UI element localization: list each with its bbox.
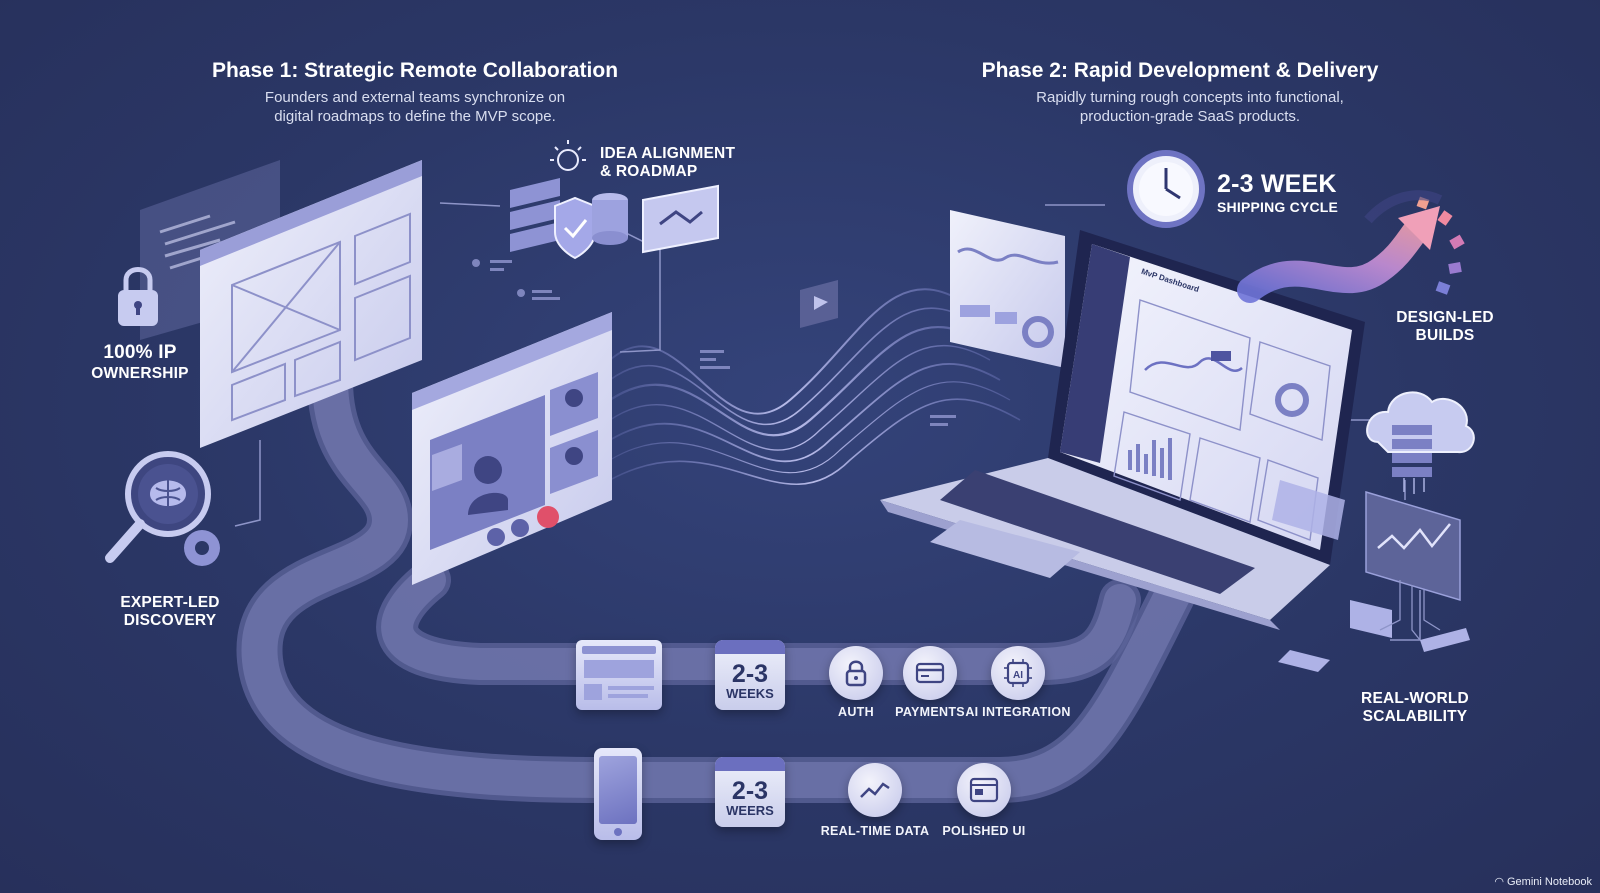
calendar-1-unit: WEEKS: [726, 686, 774, 701]
phase1-subtitle-line1: Founders and external teams synchronize …: [264, 89, 566, 106]
scalability-chart-panel: [1365, 490, 1461, 602]
credit-card-icon: [903, 646, 957, 700]
shipping-cycle-label-line1: 2-3 WEEK: [1217, 170, 1337, 198]
gemini-logo-icon: ◠: [1494, 876, 1504, 888]
calendar-2-unit: WEERS: [726, 803, 774, 818]
shipping-cycle-label-line2: SHIPPING CYCLE: [1217, 199, 1339, 215]
scalability-label: REAL-WORLD SCALABILITY: [1350, 690, 1480, 726]
analytics-card: [950, 210, 1065, 368]
ip-ownership-label-line2: OWNERSHIP: [91, 365, 189, 382]
discovery-label-line1: EXPERT-LED: [120, 594, 220, 611]
calendar-2-number: 2-3: [731, 777, 769, 805]
mobile-phone-icon: [594, 748, 642, 840]
calendar-weeks-2: 2-3 WEERS: [715, 757, 785, 827]
footer-text: Gemini Notebook: [1507, 876, 1592, 888]
idea-alignment-label: IDEA ALIGNMENT & ROADMAP: [600, 145, 735, 181]
calendar-1-number: 2-3: [731, 660, 769, 688]
wireframe-window: [200, 160, 422, 448]
real-time-data-label: REAL-TIME DATA: [820, 824, 930, 838]
padlock-icon: [118, 267, 158, 326]
polished-ui-label: POLISHED UI: [942, 824, 1026, 838]
browser-window-icon: [957, 763, 1011, 817]
floating-ui-fragments: [472, 259, 956, 426]
phase2-subtitle-line2: production-grade SaaS products.: [1079, 108, 1301, 125]
browser-card-icon: [576, 640, 662, 710]
devices-icon: [1278, 600, 1470, 672]
idea-alignment-label-line1: IDEA ALIGNMENT: [600, 145, 736, 162]
lock-icon: [829, 646, 883, 700]
phase2-subtitle-line1: Rapidly turning rough concepts into func…: [1036, 89, 1344, 106]
ip-ownership-label-line1: 100% IP: [103, 342, 177, 363]
ai-chip-icon: AI: [991, 646, 1045, 700]
laptop: [880, 230, 1365, 630]
phase2-subtitle: Rapidly turning rough concepts into func…: [990, 88, 1390, 126]
scalability-label-line2: SCALABILITY: [1362, 708, 1468, 725]
growth-arrow-icon: [1237, 190, 1465, 303]
circuit-lines: [1379, 580, 1441, 641]
footer-watermark: ◠ Gemini Notebook: [1494, 875, 1592, 888]
idea-alignment-label-line2: & ROADMAP: [600, 163, 698, 180]
design-led-label: DESIGN-LED BUILDS: [1385, 309, 1505, 345]
roadmap-tracks: [236, 357, 1213, 803]
data-flow-waves: [609, 288, 1021, 486]
cloud-server-icon: [1366, 391, 1475, 494]
discovery-magnifier-icon: [105, 451, 220, 566]
idea-alignment-graphic: [510, 140, 719, 260]
ip-ownership-label: 100% IP OWNERSHIP: [80, 341, 200, 383]
phase1-title: Phase 1: Strategic Remote Collaboration: [211, 59, 619, 82]
shipping-cycle-label: 2-3 WEEK SHIPPING CYCLE: [1217, 170, 1338, 216]
phase1-subtitle-line2: digital roadmaps to define the MVP scope…: [274, 108, 556, 125]
ai-integration-label: AI INTEGRATION: [965, 705, 1071, 719]
phase2-title: Phase 2: Rapid Development & Delivery: [981, 59, 1379, 82]
video-call-window: [412, 312, 612, 585]
scalability-label-line1: REAL-WORLD: [1361, 690, 1469, 707]
calendar-weeks-1: 2-3 WEEKS: [715, 640, 785, 710]
phase1-subtitle: Founders and external teams synchronize …: [210, 88, 620, 126]
svg-text:AI: AI: [1013, 670, 1023, 681]
design-led-label-line2: BUILDS: [1415, 327, 1475, 344]
trend-line-icon: [848, 763, 902, 817]
discovery-label-line2: DISCOVERY: [123, 612, 217, 629]
discovery-label: EXPERT-LED DISCOVERY: [95, 594, 245, 630]
payments-label: PAYMENTS: [895, 705, 965, 719]
play-icon: [800, 280, 838, 328]
auth-label: AUTH: [838, 705, 874, 719]
clock-icon: [1127, 150, 1205, 228]
design-led-label-line1: DESIGN-LED: [1396, 309, 1494, 326]
